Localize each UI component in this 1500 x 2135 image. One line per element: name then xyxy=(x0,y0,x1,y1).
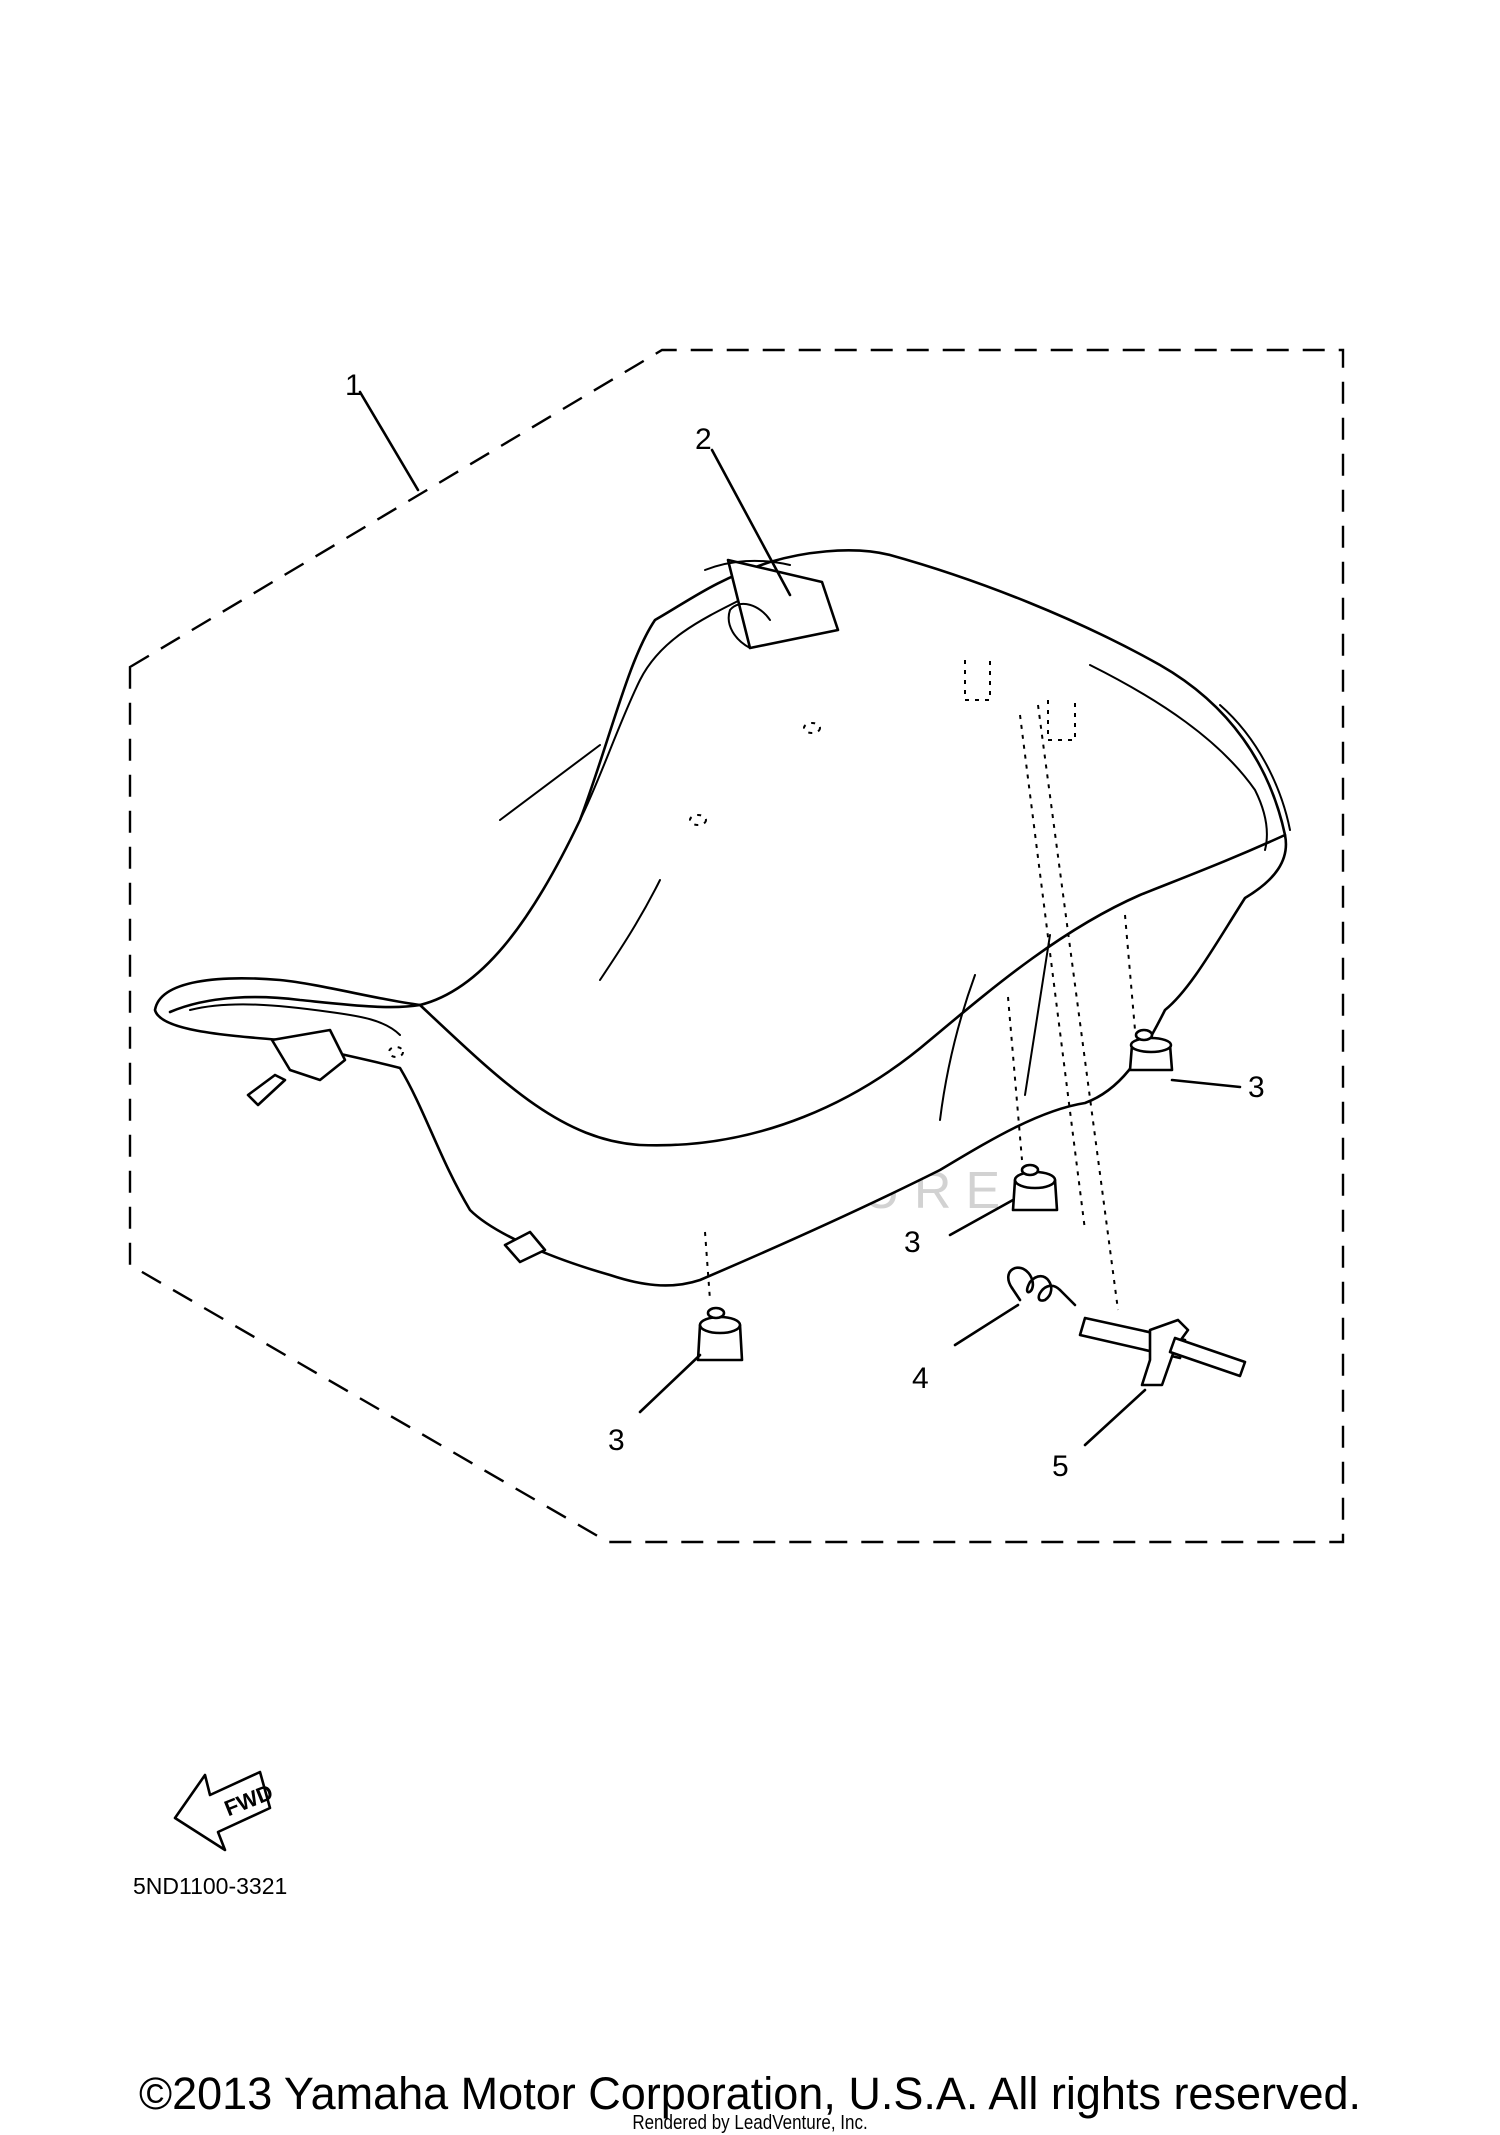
damper-part-3b xyxy=(1011,1163,1059,1212)
latch-pin-part-5 xyxy=(1078,1316,1247,1387)
seat-hook-rear xyxy=(503,1230,547,1264)
seat-body xyxy=(153,549,1288,1287)
damper-part-3c xyxy=(696,1306,744,1362)
fwd-arrow-icon: FWD xyxy=(173,1770,277,1852)
callout-3a: 3 xyxy=(1248,1071,1265,1104)
callout-1: 1 xyxy=(345,369,362,402)
seat-hook-front xyxy=(270,1028,347,1082)
seat-assembly xyxy=(153,549,1291,1287)
spring-part-4 xyxy=(1007,1266,1077,1307)
callout-2: 2 xyxy=(695,423,712,456)
callout-3b: 3 xyxy=(904,1226,921,1259)
rendered-by-credit: Rendered by LeadVenture, Inc. xyxy=(632,2112,868,2134)
copyright-notice: ©2013 Yamaha Motor Corporation, U.S.A. A… xyxy=(138,2068,1362,2119)
kit-boundary xyxy=(128,348,1345,1544)
seat-strap xyxy=(726,558,840,650)
callout-4: 4 xyxy=(912,1362,929,1395)
diagram-part-number: 5ND1100-3321 xyxy=(133,1873,287,1899)
callout-5: 5 xyxy=(1052,1450,1069,1483)
damper-part-3a xyxy=(1128,1028,1174,1072)
callout-3c: 3 xyxy=(608,1424,625,1457)
